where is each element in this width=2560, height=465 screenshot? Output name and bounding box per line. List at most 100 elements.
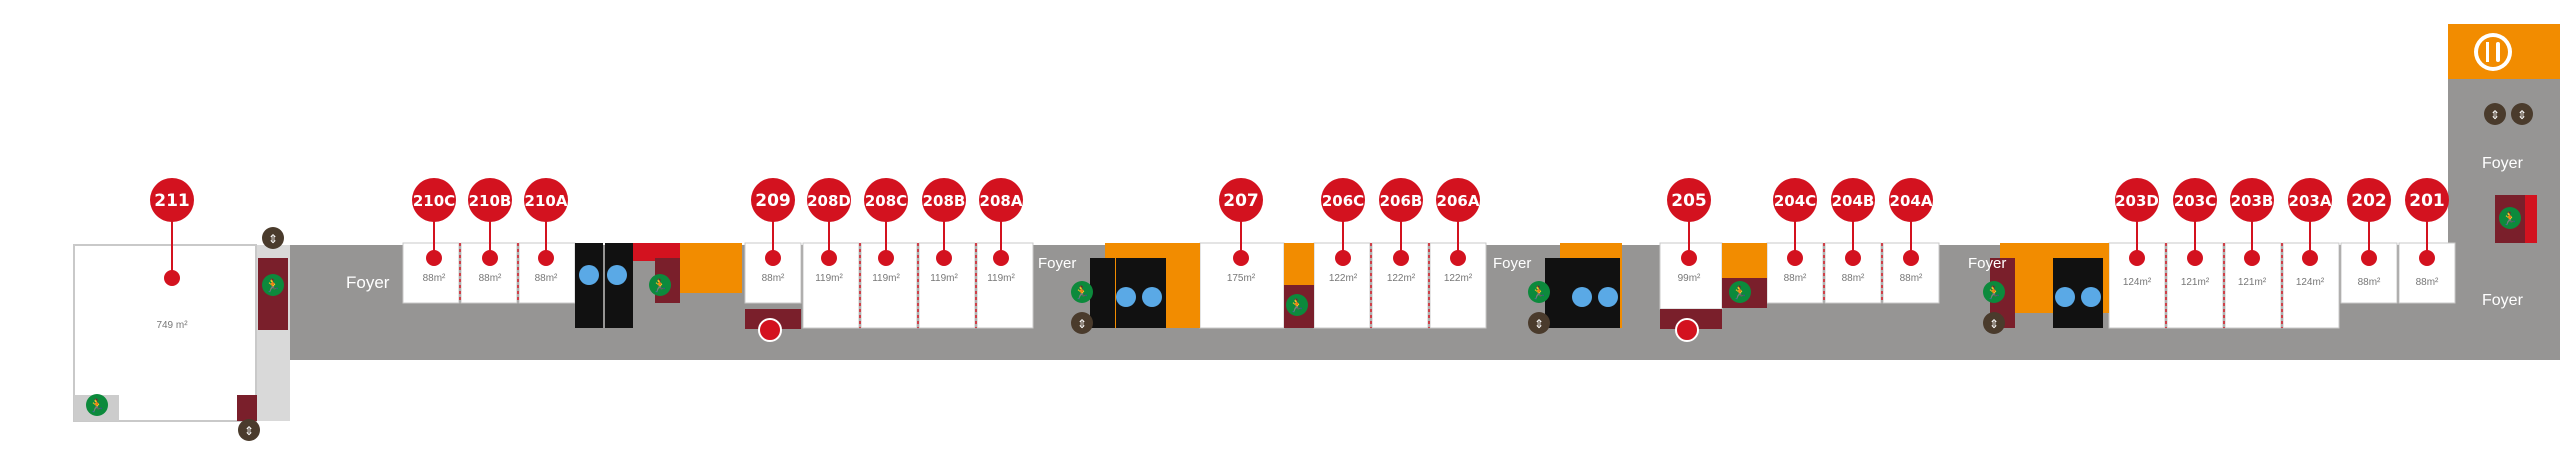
room-marker-202[interactable]: [2347, 178, 2391, 222]
svg-text:🏃: 🏃: [1289, 298, 1305, 313]
room-marker-209[interactable]: [751, 178, 795, 222]
room-area-204c: 88m²: [1784, 273, 1807, 284]
room-number-210a: 210A: [525, 192, 568, 210]
service-areas: [237, 24, 2560, 421]
lift-icon: ⇕: [1528, 312, 1550, 334]
emergency-exit-icon: 🏃: [86, 394, 108, 416]
room-marker-203d[interactable]: [2115, 178, 2159, 222]
svg-text:🏃: 🏃: [265, 278, 281, 293]
svg-text:🏃: 🏃: [1531, 285, 1547, 300]
room-marker-206c[interactable]: [1321, 178, 1365, 222]
room-marker-210c[interactable]: [412, 178, 456, 222]
svg-text:⇕: ⇕: [1077, 317, 1087, 331]
svg-text:⇕: ⇕: [244, 424, 254, 438]
room-marker-208a[interactable]: [979, 178, 1023, 222]
room-marker-204a[interactable]: [1889, 178, 1933, 222]
room-marker-206a[interactable]: [1436, 178, 1480, 222]
room-number-208b: 208B: [923, 192, 966, 210]
room-marker-204b[interactable]: [1831, 178, 1875, 222]
room-number-205: 205: [1671, 191, 1707, 211]
restroom-icon: [2055, 287, 2101, 307]
stairs-icon: [1675, 318, 1699, 342]
marker-dot-203a: [2302, 250, 2318, 266]
room-number-204a: 204A: [1890, 192, 1933, 210]
lift-icon: ⇕: [238, 419, 260, 441]
room-marker-210a[interactable]: [524, 178, 568, 222]
room-number-203a: 203A: [2289, 192, 2332, 210]
room-number-204c: 204C: [1774, 192, 1816, 210]
room-number-207: 207: [1223, 191, 1259, 211]
marker-dot-206c: [1335, 250, 1351, 266]
room-marker-211[interactable]: [150, 178, 194, 222]
lift-icon: ⇕: [2511, 103, 2533, 125]
marker-dot-208d: [821, 250, 837, 266]
foyer-label-5: Foyer: [2482, 155, 2524, 172]
marker-dot-210c: [426, 250, 442, 266]
foyer-label-2: Foyer: [1038, 255, 1076, 272]
svg-text:🏃: 🏃: [1986, 285, 2002, 300]
room-area-202: 88m²: [2358, 277, 2381, 288]
marker-dot-204a: [1903, 250, 1919, 266]
marker-dot-208b: [936, 250, 952, 266]
room-number-204b: 204B: [1832, 192, 1875, 210]
room-number-211: 211: [154, 191, 190, 211]
room-area-208b: 119m²: [930, 273, 958, 284]
room-marker-208d[interactable]: [807, 178, 851, 222]
emergency-exit-icon: 🏃: [1286, 294, 1308, 316]
room-marker-205[interactable]: [1667, 178, 1711, 222]
restaurant-icon: [2474, 33, 2512, 71]
emergency-exit-icon: 🏃: [1071, 281, 1093, 303]
room-number-210b: 210B: [469, 192, 512, 210]
stairs-icon: [758, 318, 782, 342]
room-marker-206b[interactable]: [1379, 178, 1423, 222]
room-number-203b: 203B: [2231, 192, 2274, 210]
room-number-206c: 206C: [1322, 192, 1364, 210]
room-area-207: 175m²: [1227, 273, 1256, 284]
room-211[interactable]: [73, 244, 257, 422]
room-area-203c: 121m²: [2181, 277, 2210, 288]
room-area-204b: 88m²: [1842, 273, 1865, 284]
room-marker-203b[interactable]: [2230, 178, 2274, 222]
marker-dot-202: [2361, 250, 2377, 266]
room-number-208d: 208D: [807, 192, 851, 210]
emergency-exit-icon: 🏃: [2499, 207, 2521, 229]
marker-dot-204b: [1845, 250, 1861, 266]
marker-dot-208a: [993, 250, 1009, 266]
room-area-206b: 122m²: [1387, 273, 1416, 284]
restroom-icon: [579, 265, 627, 285]
room-marker-208b[interactable]: [922, 178, 966, 222]
room-area-208a: 119m²: [987, 273, 1015, 284]
room-number-201: 201: [2409, 191, 2445, 211]
room-marker-201[interactable]: [2405, 178, 2449, 222]
room-marker-210b[interactable]: [468, 178, 512, 222]
room-marker-203c[interactable]: [2173, 178, 2217, 222]
room-area-210c: 88m²: [423, 273, 446, 284]
room-marker-203a[interactable]: [2288, 178, 2332, 222]
foyer-label-1: Foyer: [346, 273, 390, 292]
room-number-202: 202: [2351, 191, 2387, 211]
room-number-210c: 210C: [413, 192, 455, 210]
room-number-209: 209: [755, 191, 791, 211]
lift-icon: ⇕: [1983, 312, 2005, 334]
room-area-203b: 121m²: [2238, 277, 2267, 288]
room-area-206c: 122m²: [1329, 273, 1358, 284]
room-marker-208c[interactable]: [864, 178, 908, 222]
foyer-label-4: Foyer: [1968, 255, 2006, 272]
room-marker-204c[interactable]: [1773, 178, 1817, 222]
emergency-exit-icon: 🏃: [1983, 281, 2005, 303]
partitions: [459, 243, 2283, 328]
room-area-203d: 124m²: [2123, 277, 2152, 288]
room-number-203c: 203C: [2174, 192, 2216, 210]
rooms-row: [402, 242, 2456, 329]
room-202[interactable]: [2340, 242, 2398, 304]
foyer-label-6: Foyer: [2482, 292, 2524, 309]
room-area-211: 749 m²: [156, 320, 188, 331]
marker-dot-209: [765, 250, 781, 266]
room-number-203d: 203D: [2115, 192, 2159, 210]
svg-text:⇕: ⇕: [2517, 108, 2527, 122]
room-marker-207[interactable]: [1219, 178, 1263, 222]
svg-text:⇕: ⇕: [1534, 317, 1544, 331]
